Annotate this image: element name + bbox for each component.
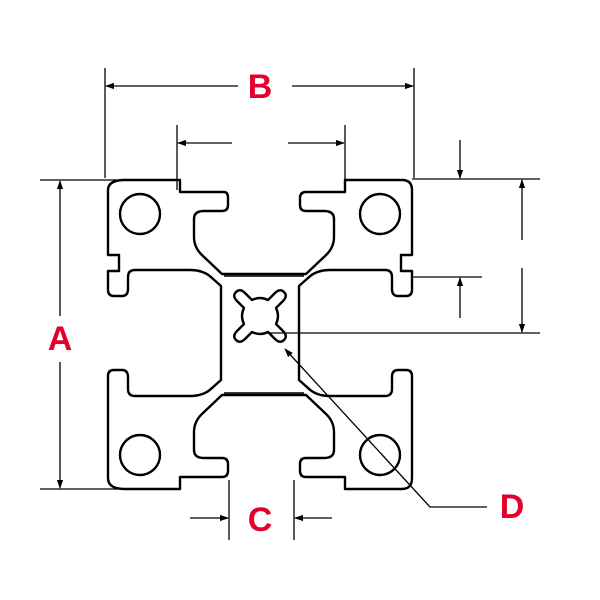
corner-bore-bottom-left: [118, 433, 162, 477]
center-cross-bore: [233, 289, 287, 343]
dimension-lines: [40, 68, 540, 540]
label-d: D: [500, 488, 525, 526]
label-b: B: [248, 68, 273, 106]
outer-contour: [106, 178, 414, 491]
dim-d-leader: [284, 348, 487, 508]
label-a: A: [48, 320, 73, 358]
corner-bore-bottom-right: [358, 433, 402, 477]
label-c: C: [248, 501, 273, 539]
dimension-labels: B A C D: [48, 68, 525, 539]
corner-bore-top-left: [118, 192, 162, 236]
extrusion-profile: [106, 178, 414, 491]
corner-bore-top-right: [358, 192, 402, 236]
